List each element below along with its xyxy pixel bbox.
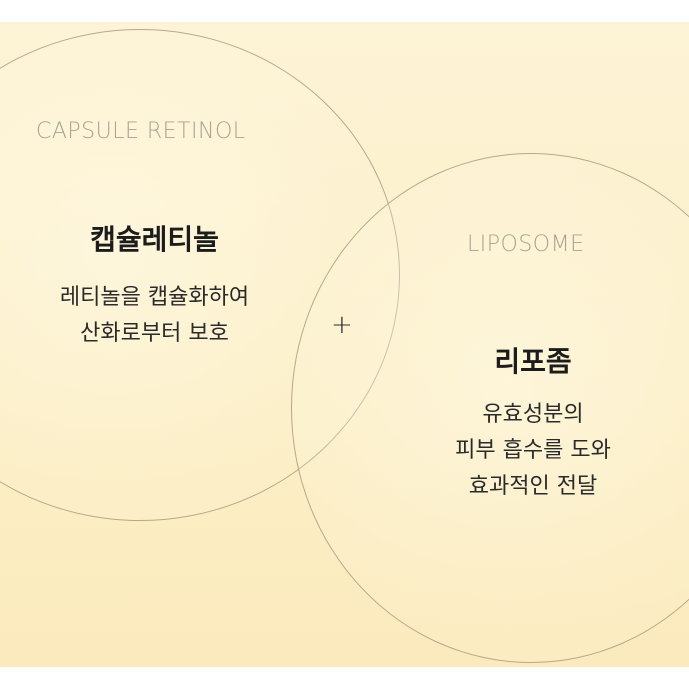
- liposome-english-label: LIPOSOME: [467, 232, 585, 257]
- description-line: 유효성분의: [482, 402, 584, 427]
- plus-icon: +: [331, 310, 353, 340]
- capsule-retinol-title: 캡슐레티놀: [90, 223, 219, 256]
- capsule-retinol-description: 레티놀을 캡슐화하여 산화로부터 보호: [0, 280, 309, 352]
- description-line: 산화로부터 보호: [80, 321, 229, 346]
- description-line: 피부 흡수를 도와: [455, 438, 611, 463]
- description-line: 레티놀을 캡슐화하여: [59, 285, 250, 310]
- capsule-retinol-english-label: CAPSULE RETINOL: [36, 119, 246, 144]
- info-panel: CAPSULE RETINOL 캡슐레티놀 레티놀을 캡슐화하여 산화로부터 보…: [0, 22, 689, 667]
- description-line: 효과적인 전달: [468, 474, 598, 499]
- liposome-title: 리포좀: [494, 345, 572, 378]
- liposome-circle: [291, 153, 689, 663]
- liposome-description: 유효성분의 피부 흡수를 도와 효과적인 전달: [383, 397, 683, 505]
